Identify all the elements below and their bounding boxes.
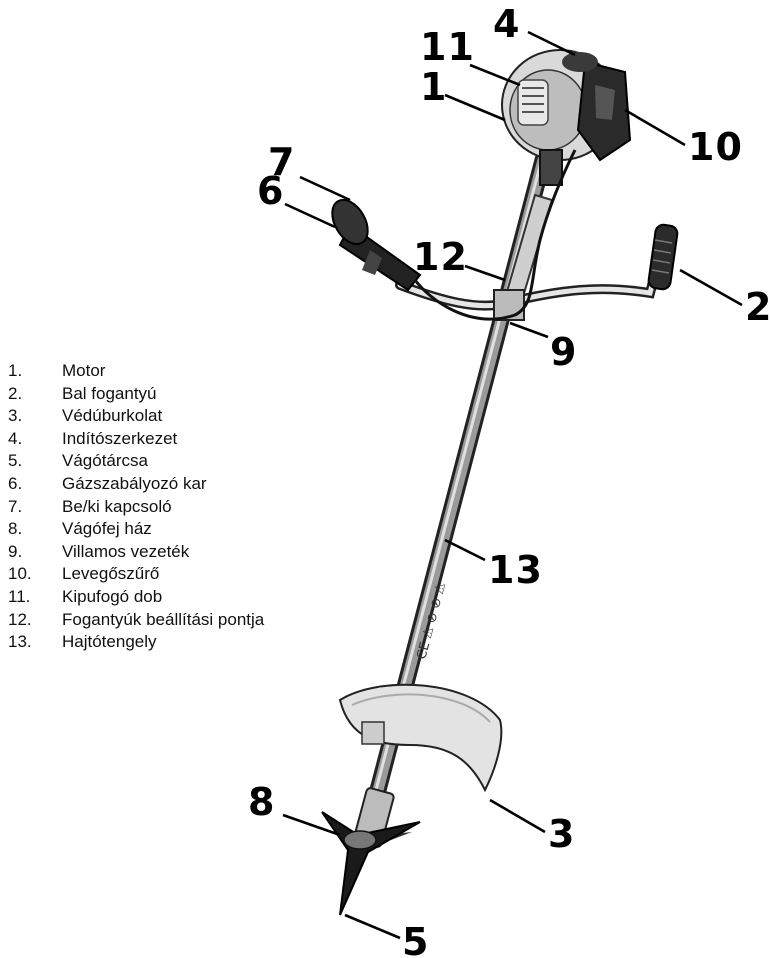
- legend-label: Vágófej ház: [62, 518, 152, 541]
- leader-lines: [283, 32, 742, 938]
- legend-label: Gázszabályozó kar: [62, 473, 207, 496]
- legend-item: 2.Bal fogantyú: [8, 383, 264, 406]
- legend-number: 6.: [8, 473, 62, 496]
- legend-item: 13.Hajtótengely: [8, 631, 264, 654]
- legend-label: Fogantyúk beállítási pontja: [62, 609, 264, 632]
- legend-number: 2.: [8, 383, 62, 406]
- legend-item: 11.Kipufogó dob: [8, 586, 264, 609]
- callout-3: 3: [548, 812, 575, 856]
- callout-1: 1: [420, 65, 447, 109]
- callout-8: 8: [248, 780, 275, 824]
- legend-item: 5.Vágótárcsa: [8, 450, 264, 473]
- legend-number: 5.: [8, 450, 62, 473]
- callout-2: 2: [745, 285, 770, 329]
- legend-number: 1.: [8, 360, 62, 383]
- callout-13: 13: [488, 548, 543, 592]
- legend-number: 11.: [8, 586, 62, 609]
- legend-item: 6.Gázszabályozó kar: [8, 473, 264, 496]
- legend-label: Bal fogantyú: [62, 383, 157, 406]
- callout-9: 9: [550, 330, 577, 374]
- callout-12: 12: [413, 235, 468, 279]
- callout-4: 4: [493, 2, 520, 46]
- legend-item: 8.Vágófej ház: [8, 518, 264, 541]
- legend-item: 3.Védúburkolat: [8, 405, 264, 428]
- callout-5: 5: [402, 920, 429, 958]
- legend-label: Kipufogó dob: [62, 586, 162, 609]
- legend-number: 9.: [8, 541, 62, 564]
- legend-item: 1.Motor: [8, 360, 264, 383]
- legend-number: 10.: [8, 563, 62, 586]
- legend-label: Villamos vezeték: [62, 541, 189, 564]
- legend-number: 4.: [8, 428, 62, 451]
- legend-label: Be/ki kapcsoló: [62, 496, 172, 519]
- protective-guard: [340, 685, 501, 790]
- callout-7: 7: [268, 140, 295, 184]
- legend-item: 7.Be/ki kapcsoló: [8, 496, 264, 519]
- legend-item: 10.Levegőszűrő: [8, 563, 264, 586]
- legend-label: Védúburkolat: [62, 405, 162, 428]
- legend-item: 9.Villamos vezeték: [8, 541, 264, 564]
- legend-number: 13.: [8, 631, 62, 654]
- legend-label: Indítószerkezet: [62, 428, 177, 451]
- legend-number: 3.: [8, 405, 62, 428]
- legend-item: 12.Fogantyúk beállítási pontja: [8, 609, 264, 632]
- throttle-grip: [325, 194, 420, 290]
- legend-number: 12.: [8, 609, 62, 632]
- legend-item: 4.Indítószerkezet: [8, 428, 264, 451]
- legend-label: Hajtótengely: [62, 631, 157, 654]
- legend-number: 8.: [8, 518, 62, 541]
- engine: [502, 50, 630, 185]
- legend-number: 7.: [8, 496, 62, 519]
- callout-10: 10: [688, 125, 743, 169]
- legend-label: Levegőszűrő: [62, 563, 159, 586]
- legend-label: Motor: [62, 360, 105, 383]
- callout-11: 11: [420, 25, 475, 69]
- legend-label: Vágótárcsa: [62, 450, 148, 473]
- parts-legend: 1.Motor 2.Bal fogantyú 3.Védúburkolat 4.…: [8, 360, 264, 654]
